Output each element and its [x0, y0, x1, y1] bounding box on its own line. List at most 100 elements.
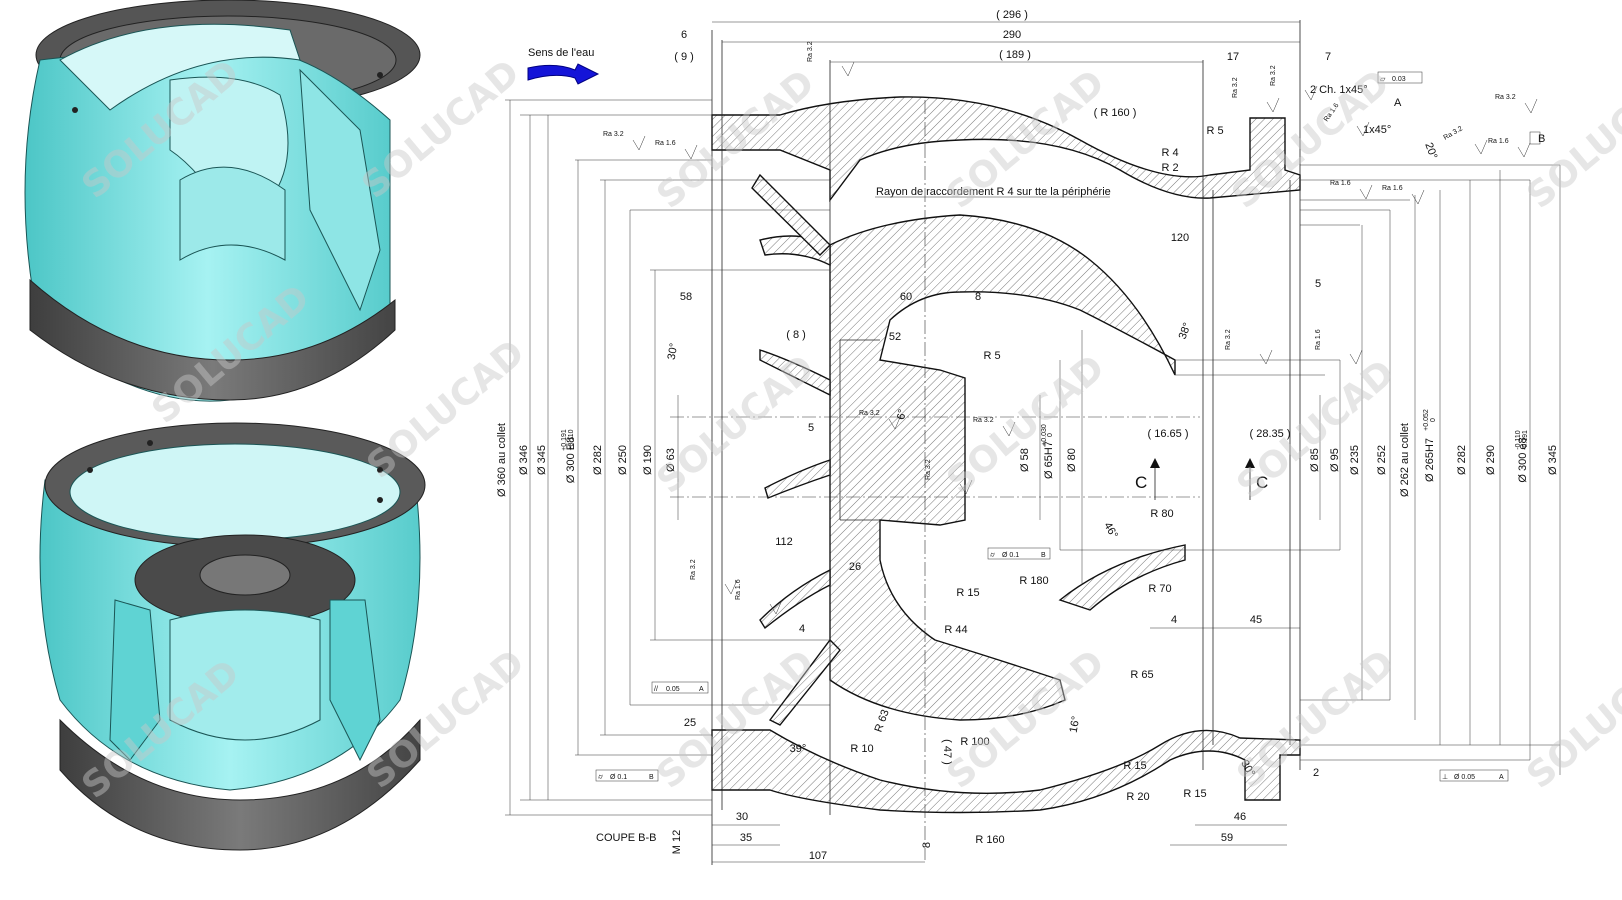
chamfer-note-2: 1x45° [1363, 124, 1391, 136]
gdt-value: Ø 0.05 [1454, 774, 1475, 781]
angle-labels: 30°38°46°16°39°30°20°6° [666, 141, 1440, 779]
diameter-label: Ø 63 [665, 448, 677, 472]
roughness-label: Ra 3.2 [807, 41, 814, 62]
angle-label: 46° [1101, 520, 1120, 540]
dimension-label: ( 47 ) [941, 739, 953, 765]
tolerance-value: +0.052 [1423, 409, 1430, 431]
annotations: Rayon de raccordement R 4 sur tte la pér… [596, 84, 1545, 844]
watermark-text: SOLUCAD [1519, 642, 1622, 797]
angle-label: 20° [1422, 141, 1439, 161]
datum-a: A [1394, 97, 1402, 109]
diameter-label: Ø 65H7 [1043, 441, 1055, 479]
diameter-label: Ø 300 e8 [1517, 437, 1529, 482]
radius-label: R 63 [873, 708, 892, 734]
diameter-label: Ø 250 [617, 445, 629, 475]
water-direction-indicator: Sens de l'eau [527, 47, 600, 85]
gdt-datum: B [1041, 552, 1046, 559]
datum-b: B [1538, 133, 1545, 145]
dimension-label: 30 [736, 811, 748, 823]
radius-label: R 180 [1019, 575, 1048, 587]
dimension-label: ( 296 ) [996, 9, 1028, 21]
dimension-label: 35 [740, 832, 752, 844]
dimension-label: ( 16.65 ) [1148, 428, 1189, 440]
gdt-datum: B [649, 774, 654, 781]
dimension-label: 60 [900, 291, 912, 303]
radius-label: R 44 [944, 624, 967, 636]
dimension-label: 290 [1003, 29, 1021, 41]
gdt-symbol: ⏥ [1380, 76, 1386, 83]
angle-label: 39° [790, 743, 807, 755]
angle-label: 30° [666, 342, 681, 360]
diameter-label: Ø 345 [536, 445, 548, 475]
dimension-label: 45 [1250, 614, 1262, 626]
diameter-label: Ø 80 [1066, 448, 1078, 472]
gdt-symbol: ⊥ [1442, 774, 1448, 781]
diameter-label: Ø 252 [1376, 445, 1388, 475]
radius-label: ( R 160 ) [1094, 107, 1137, 119]
radius-label: R 5 [983, 350, 1000, 362]
gdt-value: Ø 0.1 [1002, 552, 1019, 559]
section-mark-right: C [1256, 473, 1268, 492]
roughness-symbol-icon [1474, 139, 1488, 155]
roughness-symbol-icon [888, 414, 902, 430]
dimension-label: 59 [1221, 832, 1233, 844]
roughness-label: Ra 3.2 [1495, 94, 1516, 101]
diameter-label: Ø 85 [1309, 448, 1321, 472]
roughness-symbol-icon [1349, 349, 1363, 365]
fillet-note: Rayon de raccordement R 4 sur tte la pér… [876, 186, 1111, 198]
roughness-symbol-icon [769, 599, 783, 615]
radius-label: R 160 [975, 834, 1004, 846]
angle-label: 6° [895, 408, 909, 420]
dimension-label: 5 [808, 422, 814, 434]
roughness-symbol-icon [1517, 142, 1531, 158]
dimension-label: 6 [681, 29, 687, 41]
roughness-label: Ra 3.2 [925, 459, 932, 480]
roughness-symbol-icon [1524, 98, 1538, 114]
gdt-frame [651, 681, 709, 694]
roughness-label: Ra 3.2 [1232, 77, 1239, 98]
outline-lines [505, 20, 1561, 865]
roughness-symbol-icon [1356, 121, 1370, 137]
roughness-label: Ra 1.6 [655, 140, 676, 147]
dimension-label: 8 [921, 842, 933, 848]
angle-label: 38° [1177, 321, 1194, 341]
dimension-label: 25 [684, 717, 696, 729]
dimension-label: 8 [975, 291, 981, 303]
dimension-label: 5 [1315, 278, 1321, 290]
gdt-value: 0.05 [666, 686, 680, 693]
diameter-label: Ø 290 [1485, 445, 1497, 475]
roughness-symbol-icon [632, 135, 646, 151]
dimension-label: ( 8 ) [786, 329, 806, 341]
gdt-frame [1377, 71, 1423, 84]
diameter-label: Ø 282 [592, 445, 604, 475]
gdt-frame [987, 547, 1051, 560]
gdt-symbol: // [654, 686, 658, 693]
dimension-label: 52 [889, 331, 901, 343]
dimension-label: ( 189 ) [999, 49, 1031, 61]
chamfer-note: 2 Ch. 1x45° [1310, 84, 1368, 96]
dimension-label: 7 [1325, 51, 1331, 63]
roughness-label: Ra 3.2 [973, 417, 994, 424]
radius-label: R 15 [956, 587, 979, 599]
roughness-label: Ra 1.6 [1488, 138, 1509, 145]
dimension-label: 120 [1171, 232, 1189, 244]
angle-label: 16° [1068, 715, 1083, 733]
gdt-value: 0.03 [1392, 76, 1406, 83]
roughness-symbol-icon [1002, 421, 1016, 437]
3d-model-top [24, 0, 421, 402]
diameter-label: Ø 360 au collet [496, 423, 508, 497]
dimension-label: ( 28.35 ) [1250, 428, 1291, 440]
dimension-label: M 12 [671, 830, 683, 854]
diameter-label: Ø 345 [1547, 445, 1559, 475]
tolerance-value: 0 [1047, 433, 1054, 437]
diameter-label: Ø 346 [518, 445, 530, 475]
diameter-label: Ø 282 [1456, 445, 1468, 475]
radius-label: R 70 [1148, 583, 1171, 595]
radius-label: R 65 [1130, 669, 1153, 681]
gdt-symbol: ⌭ [598, 774, 603, 781]
roughness-label: Ra 3.2 [1270, 65, 1277, 86]
diameter-label: Ø 58 [1019, 448, 1031, 472]
